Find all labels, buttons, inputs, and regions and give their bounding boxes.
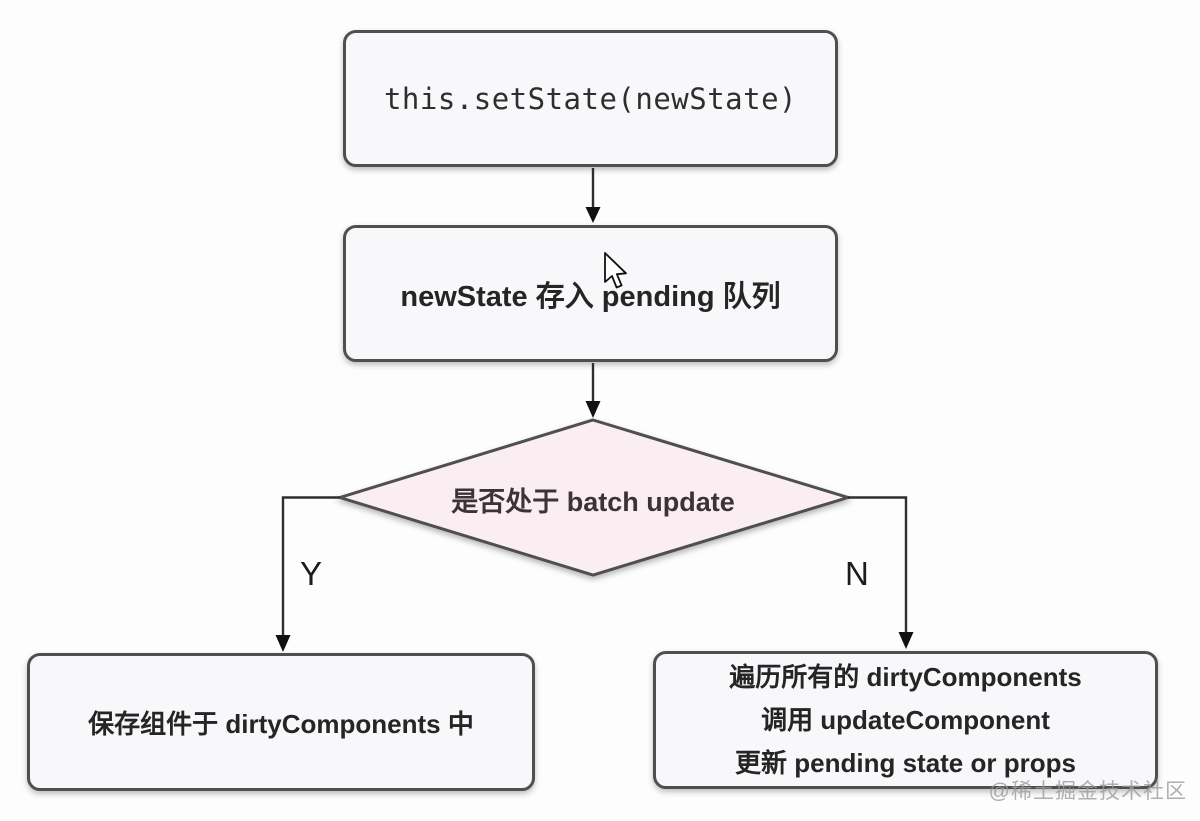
arrowhead-pending-to-decision-icon bbox=[585, 401, 601, 418]
node-setstate: this.setState(newState) bbox=[343, 30, 838, 167]
node-setstate-label: this.setState(newState) bbox=[383, 81, 798, 116]
node-traverse-update-line: 遍历所有的 dirtyComponents bbox=[729, 661, 1082, 692]
node-traverse-update: 遍历所有的 dirtyComponents 调用 updateComponent… bbox=[653, 651, 1158, 789]
branch-yes-label: Y bbox=[300, 555, 323, 592]
node-save-dirty-components-label: 保存组件于 dirtyComponents 中 bbox=[88, 708, 474, 739]
watermark: @稀土掘金技术社区 bbox=[988, 780, 1187, 803]
mouse-cursor-icon bbox=[604, 252, 627, 289]
decision-batch-update-label: 是否处于 batch update bbox=[451, 487, 735, 517]
node-pending-queue-label: newState 存入 pending 队列 bbox=[400, 280, 781, 313]
arrowhead-setstate-to-pending-icon bbox=[585, 207, 601, 223]
arrowhead-no-branch-icon bbox=[898, 632, 914, 649]
node-traverse-update-line: 调用 updateComponent bbox=[761, 704, 1050, 735]
node-pending-queue: newState 存入 pending 队列 bbox=[343, 225, 838, 362]
branch-no-label: N bbox=[845, 555, 869, 592]
node-traverse-update-line: 更新 pending state or props bbox=[735, 747, 1076, 778]
node-save-dirty-components: 保存组件于 dirtyComponents 中 bbox=[27, 653, 535, 791]
arrowhead-yes-branch-icon bbox=[275, 635, 291, 652]
